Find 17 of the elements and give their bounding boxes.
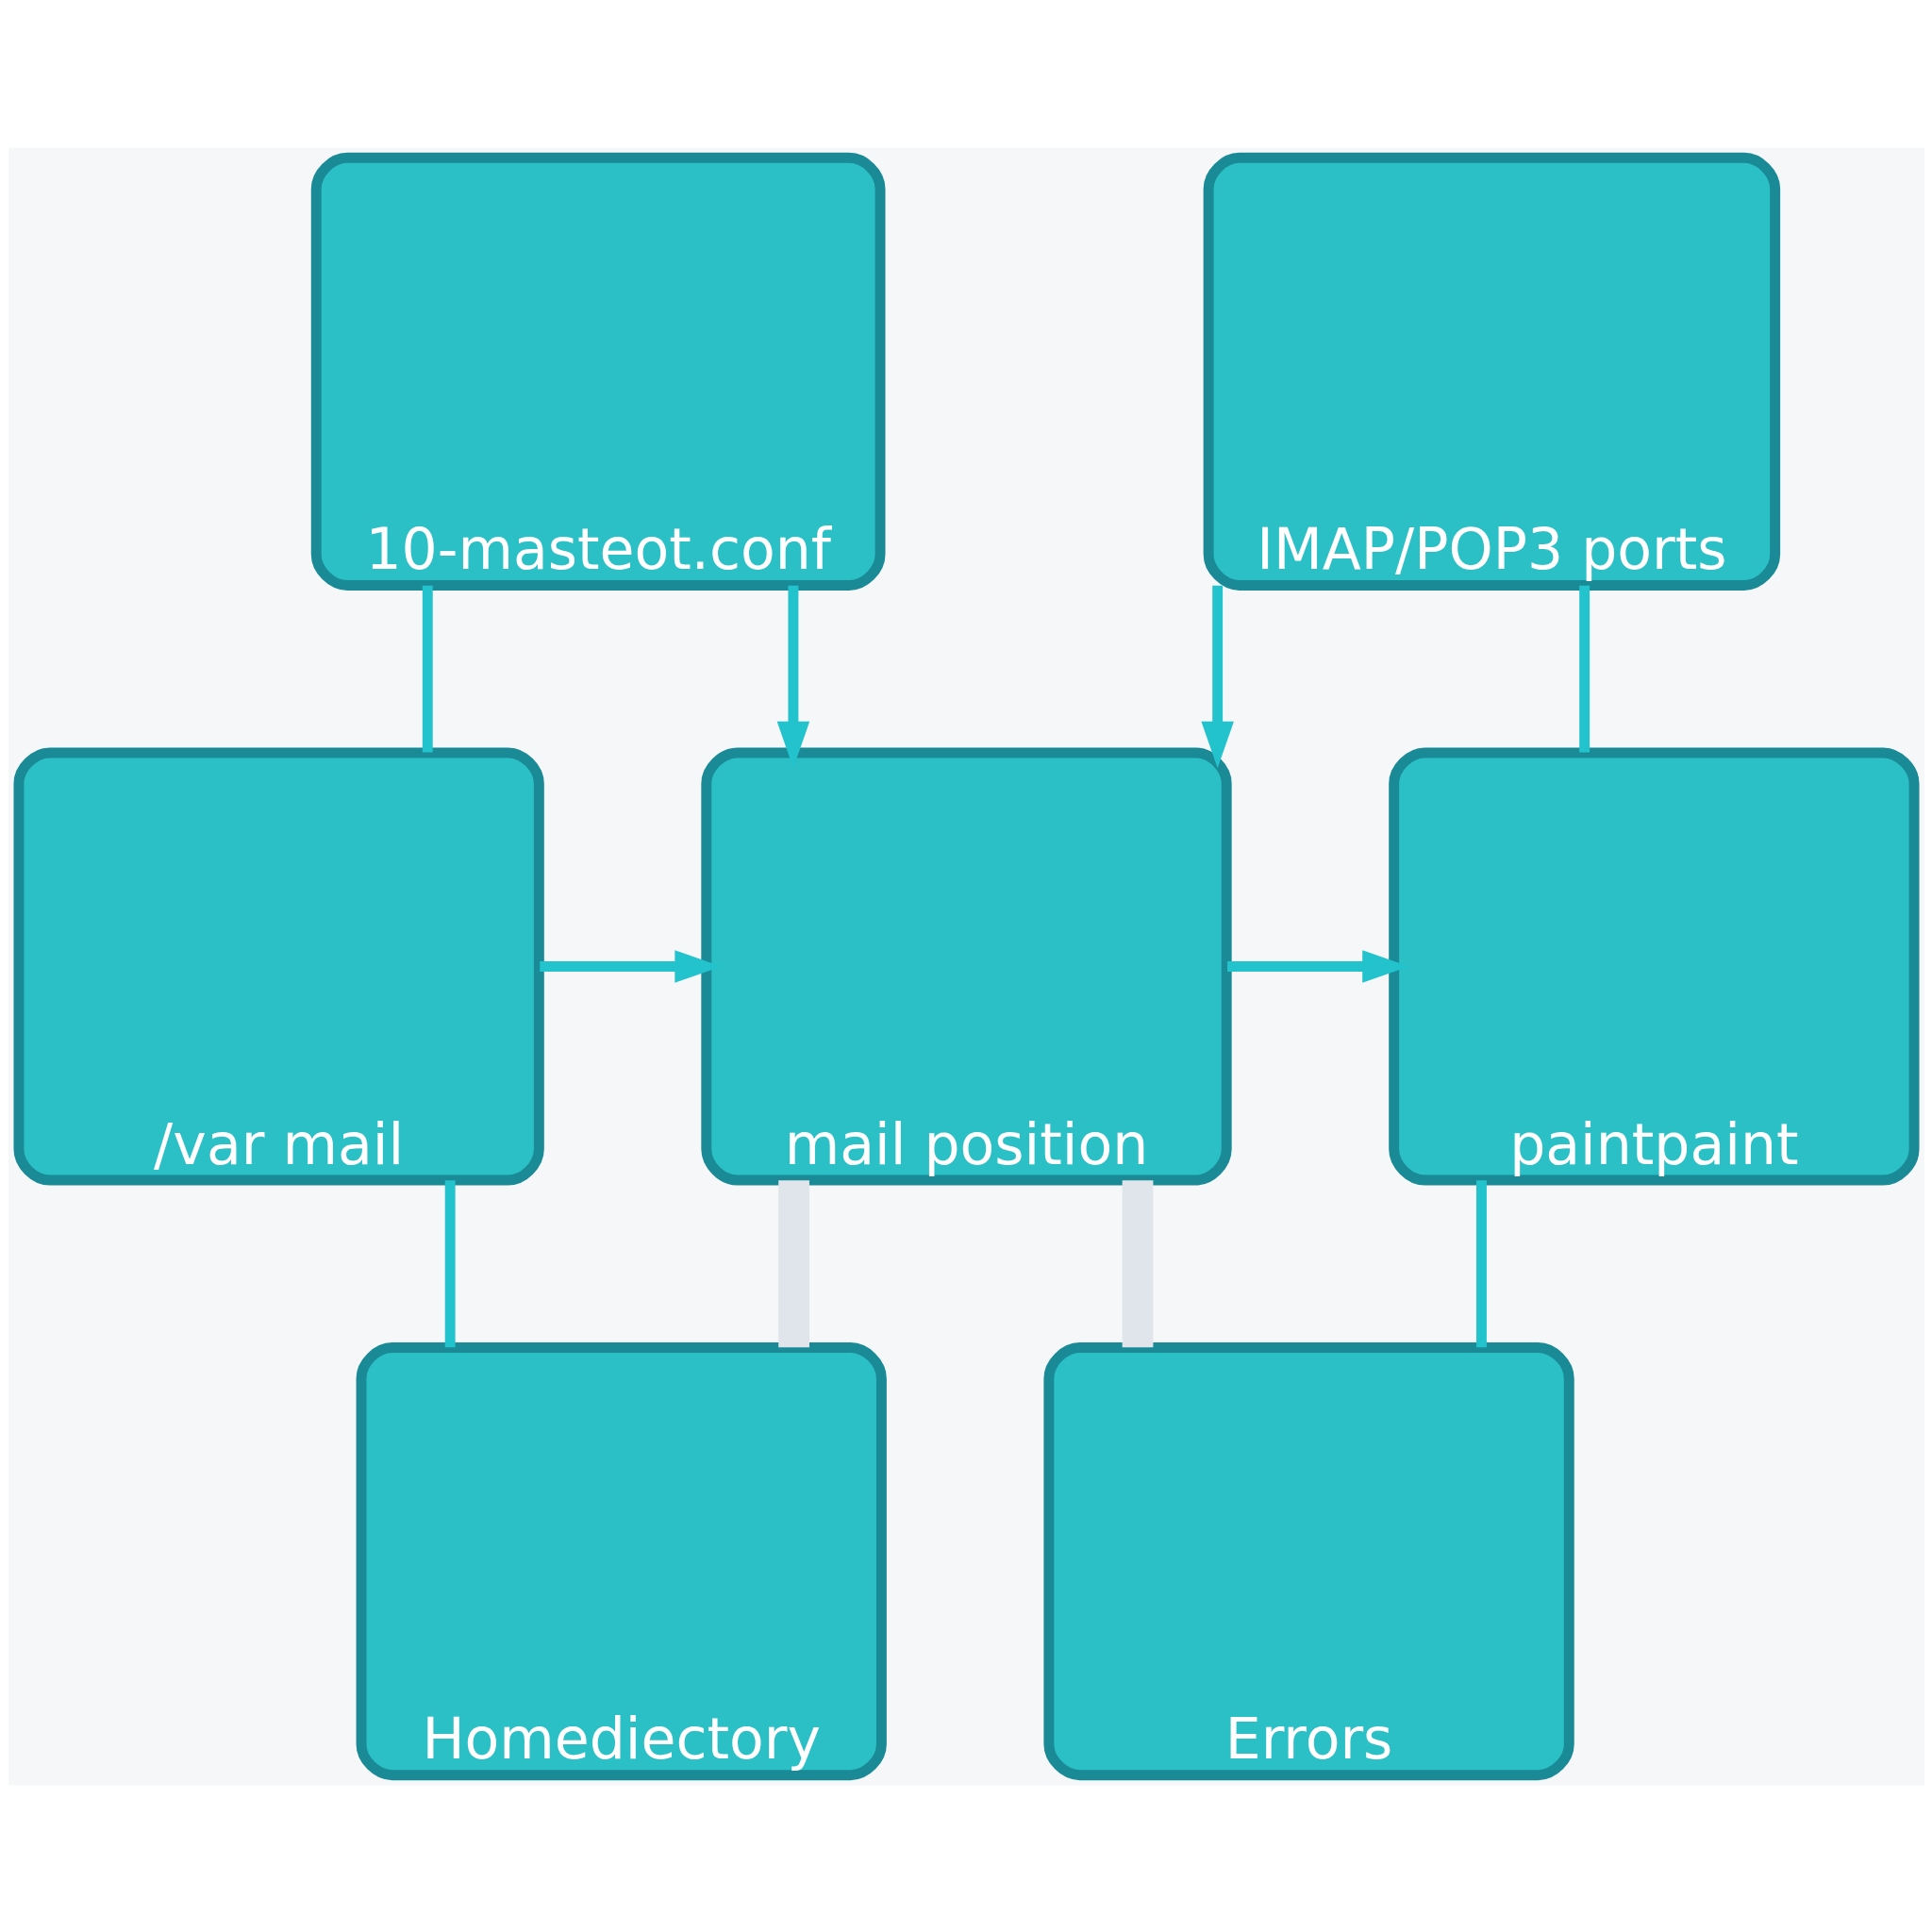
- connector: [1122, 1179, 1153, 1347]
- arrow: [776, 585, 809, 768]
- node-box: Homediectory: [356, 1341, 887, 1780]
- connector: [1475, 1179, 1487, 1347]
- node-box: Errors: [1042, 1341, 1574, 1780]
- connector: [1578, 585, 1590, 753]
- node-box: /var mail: [12, 746, 544, 1186]
- arrow: [1226, 949, 1408, 983]
- connector: [777, 1179, 809, 1347]
- node-box: mail position: [700, 746, 1232, 1186]
- connector: [444, 1179, 456, 1347]
- node-box: IMAP/POP3 ports: [1203, 152, 1780, 591]
- arrow: [1200, 585, 1234, 768]
- node-box: paintpaint: [1388, 746, 1920, 1186]
- node-box: 10-masteot.conf: [310, 152, 885, 591]
- arrow: [539, 949, 722, 983]
- connector: [422, 585, 433, 753]
